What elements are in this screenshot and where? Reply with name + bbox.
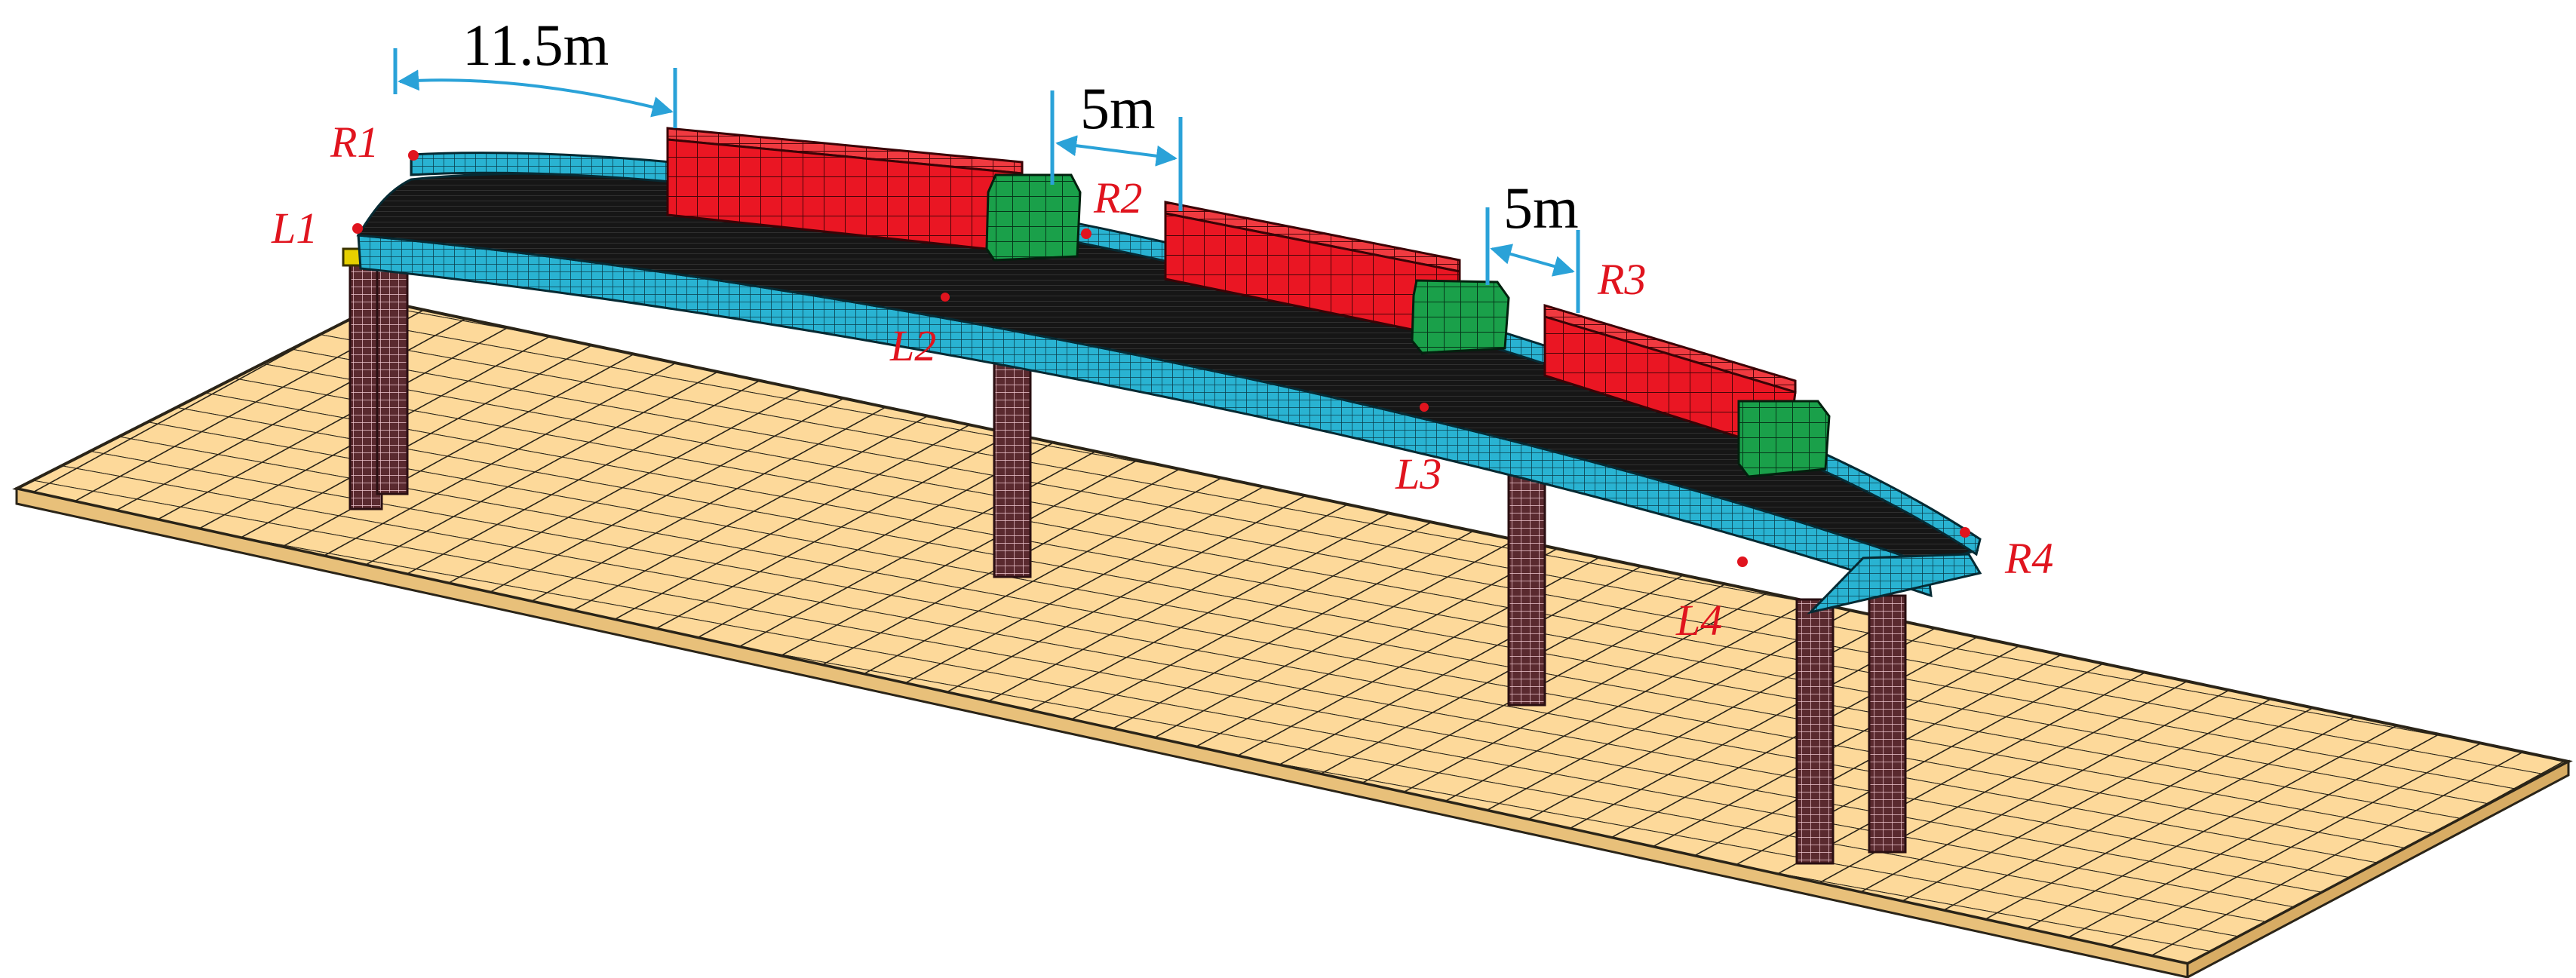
dimension-label-5m-first: 5m <box>1080 75 1156 141</box>
pier-3 <box>1507 451 1546 707</box>
label-l1: L1 <box>271 204 318 253</box>
dimension-5m-first: 5m <box>1050 75 1183 211</box>
dimension-5m-second: 5m <box>1485 175 1580 313</box>
truck-3 <box>1543 303 1831 478</box>
measurement-points <box>352 150 1970 567</box>
pier-4a <box>1795 598 1835 865</box>
point-l2-marker <box>941 293 950 302</box>
point-l4-marker <box>1737 556 1748 567</box>
dimension-label-11-5m: 11.5m <box>462 12 609 78</box>
point-l1-marker <box>352 223 363 234</box>
label-l3: L3 <box>1395 449 1442 498</box>
point-r2-marker <box>1081 228 1091 239</box>
dimension-11-5m: 11.5m <box>393 12 677 128</box>
truck-1 <box>666 127 1082 262</box>
pier-4b <box>1868 594 1907 854</box>
point-l3-marker <box>1420 403 1429 412</box>
label-r2: R2 <box>1093 173 1142 222</box>
point-r1-marker <box>408 150 419 161</box>
label-r3: R3 <box>1597 255 1646 304</box>
truck-2 <box>1164 201 1510 354</box>
point-r4-marker <box>1960 527 1970 538</box>
label-r4: R4 <box>2004 534 2053 583</box>
label-l2: L2 <box>889 321 936 370</box>
pier-1b <box>376 255 409 495</box>
point-labels: R1 L1 R2 L2 R3 L3 R4 L4 <box>271 118 2053 645</box>
label-r1: R1 <box>330 118 379 167</box>
label-l4: L4 <box>1675 596 1722 645</box>
ground-plate <box>12 299 2573 978</box>
dimension-label-5m-second: 5m <box>1503 175 1579 241</box>
